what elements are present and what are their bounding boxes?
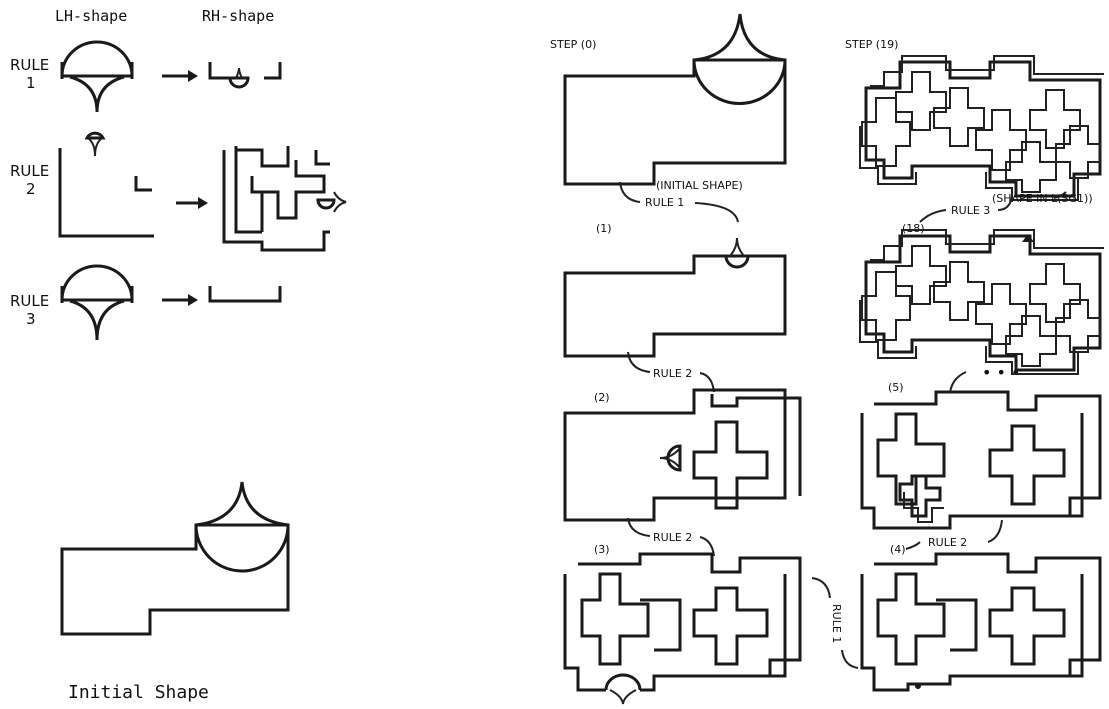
rule-1-arrow-d <box>842 650 858 668</box>
rule-3-row: RULE 3 <box>10 266 280 340</box>
rule-3-rh-shape <box>210 286 280 301</box>
rule-2-label: RULE <box>10 162 49 180</box>
step-4-shape <box>862 554 1100 690</box>
step-2-label: (2) <box>594 391 610 404</box>
step-18-label: (18) <box>902 222 925 235</box>
initial-shape-annotation: (INITIAL SHAPE) <box>656 179 743 192</box>
rule-3-annotation: RULE 3 <box>951 204 990 217</box>
step-5-label: (5) <box>888 381 904 394</box>
rule-arrow-1 <box>162 70 198 82</box>
rule-2-annotation-c: RULE 2 <box>928 536 967 549</box>
step-19-shape <box>860 56 1104 200</box>
initial-shape-caption: Initial Shape <box>68 682 209 703</box>
ellipsis-arrow <box>950 372 966 393</box>
left-panel: LH-shape RH-shape RULE 1 RULE 2 <box>10 7 346 703</box>
rule-1-annotation-a: RULE 1 <box>645 196 684 209</box>
rule-1-arrow-c <box>812 578 830 598</box>
rule-2-lh-shape <box>60 133 154 236</box>
right-panel: STEP (0) (INITIAL SHAPE) RULE 1 (1) RULE… <box>550 14 1104 704</box>
rule-1-annotation-b-group: RULE 1 <box>830 604 843 643</box>
rule-1-label: RULE <box>10 56 49 74</box>
rule-1-lh-shape <box>62 42 132 112</box>
rule-1-annotation-b: RULE 1 <box>830 604 843 643</box>
step-1-shape <box>565 238 785 356</box>
rule-2-row: RULE 2 <box>10 133 346 250</box>
step-3-label: (3) <box>594 543 610 556</box>
rule-1-number: 1 <box>26 74 36 92</box>
step-18-shape <box>860 230 1104 374</box>
rule-3-lh-shape <box>62 266 132 340</box>
step-0-shape <box>565 14 785 184</box>
rule-arrow-2 <box>176 197 208 209</box>
rule-3-label: RULE <box>10 292 49 310</box>
rule-arrow-3 <box>162 294 198 306</box>
step-2-shape <box>565 390 800 520</box>
step-0-label: STEP (0) <box>550 38 596 51</box>
rule-2-rh-shape <box>224 146 346 250</box>
rule-2-annotation-a: RULE 2 <box>653 367 692 380</box>
rule-2-annotation-b: RULE 2 <box>653 531 692 544</box>
shape-in-l-annotation: (SHAPE IN L(SG1)) <box>992 192 1093 205</box>
initial-shape <box>62 482 288 634</box>
rule-2-arrow-c1 <box>906 542 920 549</box>
step-5-shape <box>862 392 1100 528</box>
step-19-label: STEP (19) <box>845 38 898 51</box>
lh-shape-header: LH-shape <box>55 7 127 25</box>
rule-3-arrow-a <box>920 210 946 222</box>
rule-2-number: 2 <box>26 180 36 198</box>
step-4-label: (4) <box>890 543 906 556</box>
rh-shape-header: RH-shape <box>202 7 274 25</box>
rule-1-rh-shape <box>210 62 280 87</box>
rule-2-arrow-c2 <box>988 520 1002 542</box>
step-1-label: (1) <box>596 222 612 235</box>
rule-1-arrow-b <box>695 203 738 222</box>
step-3-shape <box>565 554 800 704</box>
rule-3-number: 3 <box>26 310 36 328</box>
rule-1-row: RULE 1 <box>10 42 280 112</box>
